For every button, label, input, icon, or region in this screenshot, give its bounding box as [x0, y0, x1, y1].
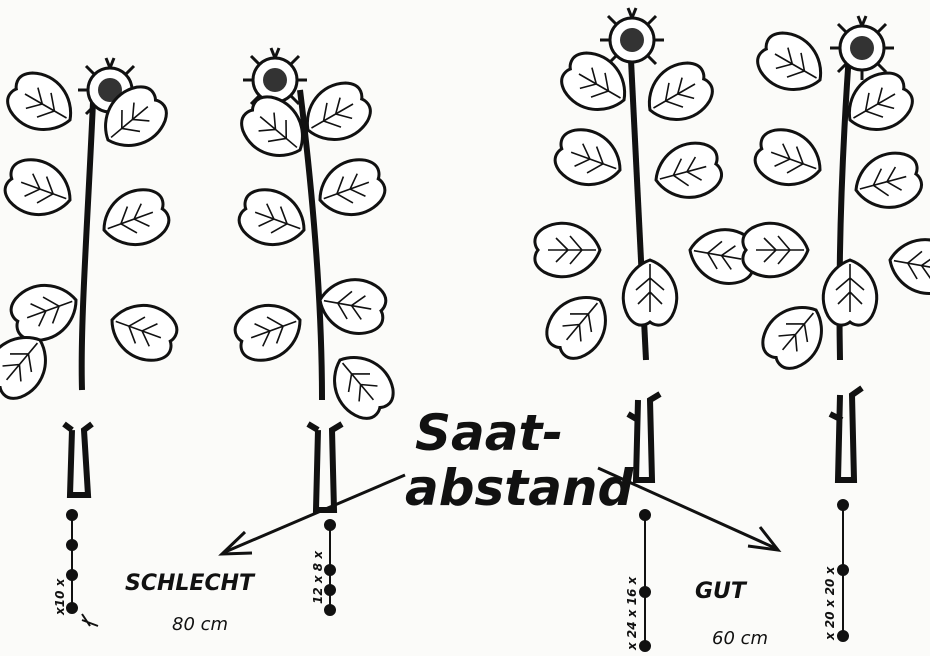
arrow-to-bad: [222, 475, 405, 554]
seed-row-good-2: [838, 500, 848, 641]
plant-bad-1: [0, 58, 182, 495]
seed-row-good-1: [640, 510, 650, 651]
plant-good-2: [743, 16, 930, 480]
marks-bad-right: 12 x 8 x: [311, 550, 325, 604]
plant-bad-2: [230, 48, 403, 510]
spacing-good: 60 cm: [712, 628, 768, 649]
seed-row-bad-2: [325, 520, 335, 615]
marks-bad-left: x10 x: [53, 577, 67, 616]
marks-good-right: x 20 x 20 x: [823, 565, 837, 641]
label-good: GUT: [695, 579, 748, 604]
spacing-bad: 80 cm: [172, 614, 228, 635]
title-line-1: Saat-: [415, 404, 563, 462]
plant-good-1: [535, 8, 759, 480]
seed-row-bad-1: [67, 510, 98, 626]
title-line-2: abstand: [405, 459, 635, 517]
label-bad: SCHLECHT: [125, 571, 256, 596]
marks-good-left: x 24 x 16 x: [625, 575, 639, 651]
